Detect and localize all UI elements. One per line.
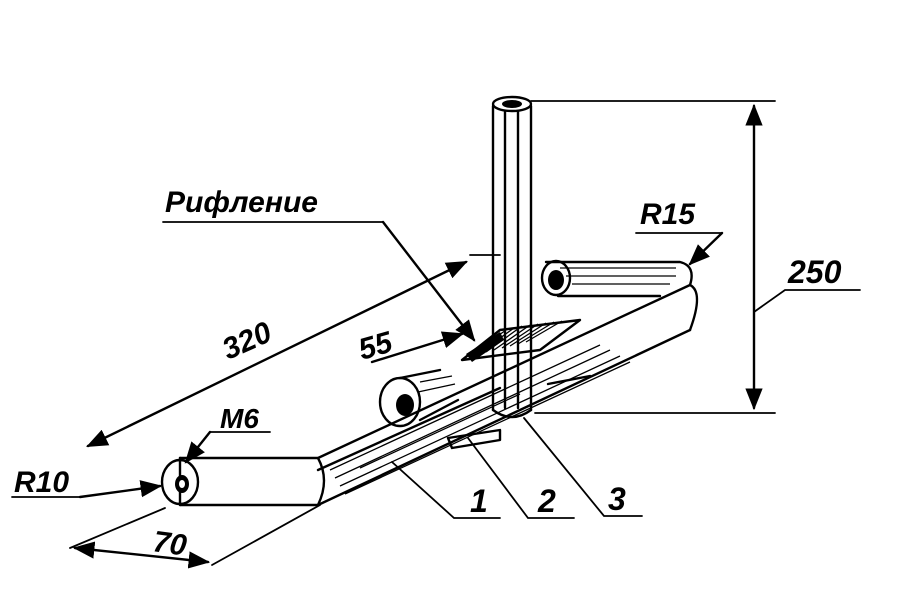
knurled-pad [460,318,582,362]
frame-bar [178,260,699,507]
vertical-tube [491,95,533,419]
dim-320 [86,254,501,448]
leader-m6 [184,430,271,464]
dim-r15 [635,231,724,266]
dim-70 [69,504,321,569]
label-r10: R10 [14,466,69,499]
leader-part-2 [467,437,575,519]
dim-55 [370,331,465,364]
label-part-1: 1 [470,483,488,519]
leader-part-3 [523,417,643,517]
label-riflenie: Рифление [165,186,318,219]
label-part-2: 2 [537,483,556,519]
label-part-3: 3 [608,481,626,517]
label-70: 70 [151,525,189,562]
label-250: 250 [787,254,842,290]
label-r15: R15 [640,198,696,231]
leader-r10 [11,480,163,499]
dim-250 [530,100,861,414]
label-m6: M6 [220,403,259,434]
leader-part-1 [391,461,501,519]
label-55: 55 [355,325,397,366]
rear-roller [540,259,572,297]
